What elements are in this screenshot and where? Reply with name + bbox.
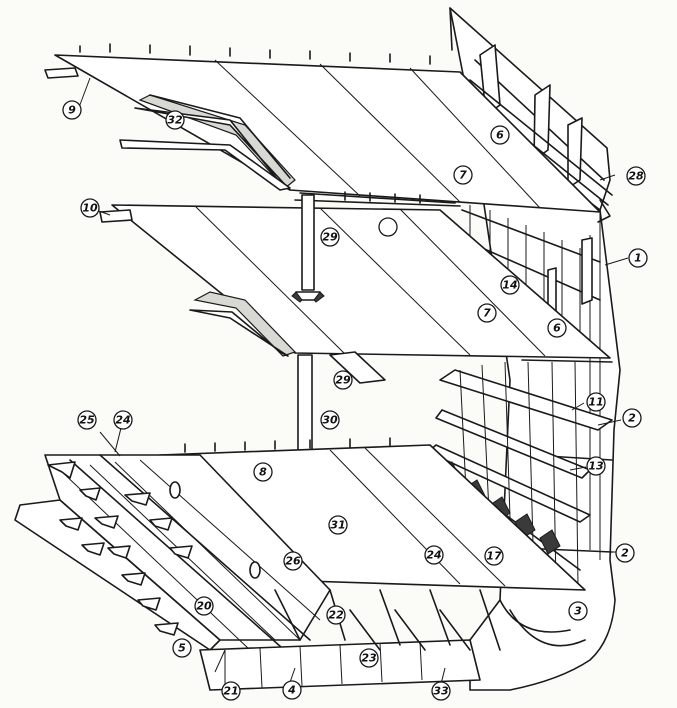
callout-7b: 7 (477, 303, 497, 323)
callout-label: 26 (285, 555, 301, 568)
callout-24b: 24 (424, 545, 444, 565)
callout-label: 13 (588, 460, 604, 473)
callout-32: 33 (431, 681, 451, 701)
callout-label: 32 (167, 114, 183, 127)
callout-14: 14 (500, 275, 520, 295)
callout-label: 23 (361, 652, 377, 665)
callout-label: 1 (634, 252, 642, 265)
callout-13: 13 (586, 456, 606, 476)
callout-label: 29 (335, 374, 351, 387)
callout-4: 4 (282, 680, 302, 700)
callout-label: 4 (287, 684, 296, 697)
callout-label: 17 (486, 550, 502, 563)
callout-24a: 24 (113, 410, 133, 430)
callout-label: 20 (196, 600, 212, 613)
callout-label: 28 (628, 170, 644, 183)
callout-27: 28 (626, 166, 646, 186)
callout-17: 17 (484, 546, 504, 566)
callout-label: 30 (322, 414, 338, 427)
callout-6b: 6 (547, 318, 567, 338)
callout-9: 9 (62, 100, 82, 120)
callout-29a: 29 (320, 227, 340, 247)
callout-2: 2 (615, 543, 635, 563)
callout-2b: 2 (622, 408, 642, 428)
callout-31: 32 (165, 110, 185, 130)
callout-label: 21 (223, 685, 238, 698)
callout-label: 3 (574, 605, 582, 618)
callout-label: 11 (588, 396, 603, 409)
callout-label: 2 (628, 412, 636, 425)
callout-label: 29 (322, 231, 338, 244)
callout-label: 9 (68, 104, 76, 117)
double-bottom-floors (14, 454, 586, 691)
callout-label: 14 (502, 279, 517, 292)
callout-5: 5 (172, 638, 192, 658)
callout-10: 10 (80, 198, 100, 218)
callout-7a: 7 (453, 165, 473, 185)
callout-label: 24 (426, 549, 441, 562)
callout-label: 25 (79, 414, 95, 427)
callout-label: 22 (328, 609, 344, 622)
callout-33 (378, 217, 398, 237)
callout-29b: 30 (320, 410, 340, 430)
callout-label: 5 (178, 642, 186, 655)
callout-30: 31 (328, 515, 348, 535)
callout-1: 1 (628, 248, 648, 268)
callout-21: 21 (221, 681, 241, 701)
callout-label: 7 (483, 307, 491, 320)
callout-label: 6 (496, 129, 504, 142)
callout-11: 11 (586, 392, 606, 412)
side-frames-upper (461, 44, 613, 223)
callout-23: 23 (359, 648, 379, 668)
callout-3: 3 (568, 601, 588, 621)
callout-label: 8 (259, 466, 267, 479)
callout-label: 10 (82, 202, 98, 215)
callout-25: 25 (77, 410, 97, 430)
callout-22: 22 (326, 605, 346, 625)
callout-28: 29 (333, 370, 353, 390)
callout-label: 31 (330, 519, 345, 532)
callout-label: 33 (433, 685, 449, 698)
callout-8: 8 (253, 462, 273, 482)
callout-20: 20 (194, 596, 214, 616)
callout-label: 24 (115, 414, 130, 427)
callout-6a: 6 (490, 125, 510, 145)
callout-label: 6 (553, 322, 561, 335)
callout-26: 26 (283, 551, 303, 571)
side-frames-middle (461, 205, 601, 345)
callout-label: 2 (621, 547, 629, 560)
callout-label: 7 (459, 169, 467, 182)
